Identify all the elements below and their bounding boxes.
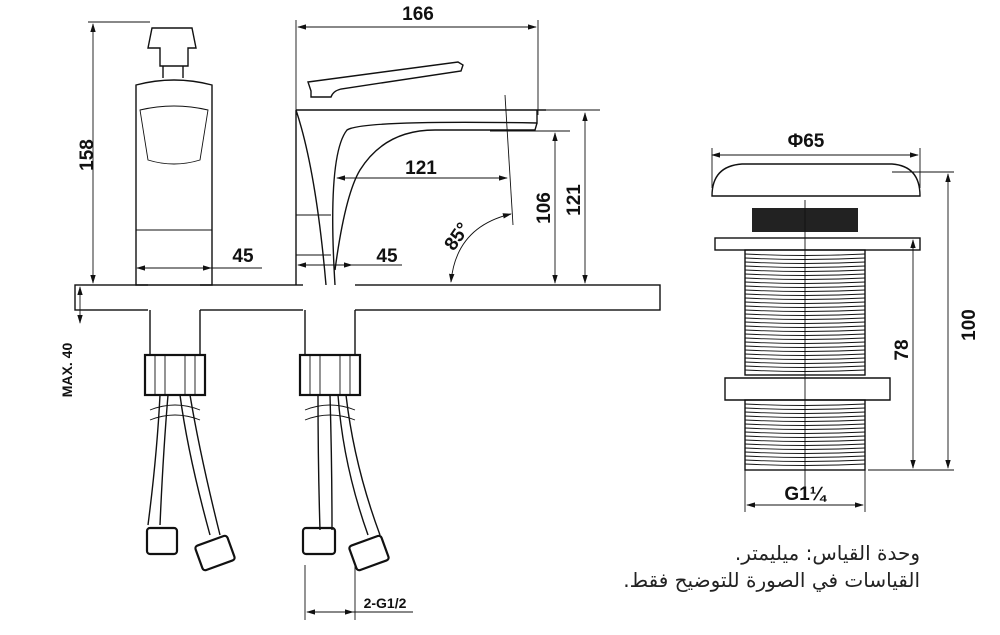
drain-diameter-label: Φ65 <box>788 131 825 152</box>
max-depth-label: MAX. 40 <box>59 343 75 398</box>
angle-label: 85° <box>441 219 475 255</box>
side-reach-label: 121 <box>405 158 437 179</box>
drain-total-height-label: 100 <box>959 309 980 341</box>
side-length-label: 166 <box>402 4 434 25</box>
faucet-side-view <box>295 20 600 620</box>
front-height-label: 158 <box>77 139 98 171</box>
spout-height-label: 106 <box>534 192 555 224</box>
connection-label: 2-G1/2 <box>364 595 407 611</box>
note-disclaimer: القياسات في الصورة للتوضيح فقط. <box>623 568 920 592</box>
side-width-label: 45 <box>376 246 398 267</box>
total-height-label: 121 <box>564 184 585 216</box>
drain-thread-label: G1¼ <box>784 484 827 505</box>
countertop-section <box>74 284 661 312</box>
front-width-label: 45 <box>232 246 254 267</box>
faucet-front-view <box>77 21 262 572</box>
notes: وحدة القياس: ميليمتر. القياسات في الصورة… <box>560 540 920 594</box>
drain-plug <box>711 148 954 512</box>
note-units: وحدة القياس: ميليمتر. <box>734 541 920 565</box>
drain-thread-height-label: 78 <box>892 339 913 360</box>
